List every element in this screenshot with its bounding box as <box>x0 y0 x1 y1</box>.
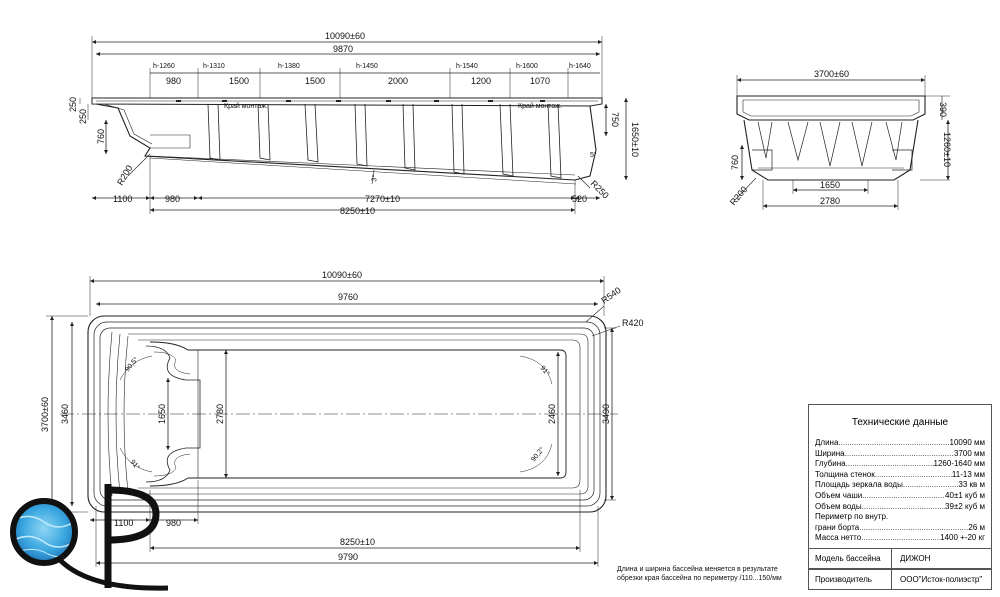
model-value: ДИЖОН <box>900 554 931 563</box>
end-radius: R200 <box>728 184 749 207</box>
side-bottom-dim-5: 8250±10 <box>340 206 375 216</box>
footnote-line-2: обрезки края бассейна по периметру /110.… <box>617 575 782 582</box>
depth-label-6: h-1600 <box>516 63 538 70</box>
side-radius-left: R200 <box>115 163 134 187</box>
end-bottom-dim-2: 2780 <box>820 196 840 206</box>
segment-label-1: 980 <box>166 76 181 86</box>
spec-row-perimeter: грани борта 26 м <box>809 523 991 534</box>
segment-label-6: 1070 <box>530 76 550 86</box>
spec-row-water-volume: Объем воды 39±2 куб м <box>809 502 991 513</box>
side-total-length: 10090±60 <box>325 31 365 41</box>
side-inner-length: 9870 <box>333 44 353 54</box>
top-bottom-dim-2: 980 <box>166 518 181 528</box>
side-angle-right: 5° <box>590 151 597 159</box>
mount-label-right: Край монтаж. <box>518 102 562 110</box>
footnote-line-1: Длина и ширина бассейна меняется в резул… <box>617 566 778 573</box>
spec-row-mass: Масса нетто 1400 +-20 кг <box>809 533 991 544</box>
end-width: 3700±60 <box>814 69 849 79</box>
end-bottom-dim-1: 1650 <box>820 180 840 190</box>
spec-row-area: Площадь зеркала воды 33 кв м <box>809 480 991 491</box>
side-left-dim-3: 760 <box>96 129 106 144</box>
mount-label-left: Край монтаж. <box>224 102 268 110</box>
side-bottom-dim-4: 520 <box>572 194 587 204</box>
top-width-inner: 3460 <box>60 404 70 424</box>
side-view <box>79 36 628 214</box>
end-right-dim-2: 1260±10 <box>942 132 952 167</box>
depth-label-7: h-1640 <box>569 63 591 70</box>
footnote: Длина и ширина бассейна меняется в резул… <box>617 565 782 583</box>
spec-row-length: Длина 10090 мм <box>809 438 991 449</box>
maker-label: Производитель <box>809 570 892 589</box>
depth-label-4: h-1450 <box>356 63 378 70</box>
top-width-right: 3490 <box>601 404 611 424</box>
side-bottom-dim-2: 980 <box>165 194 180 204</box>
top-dim-2460: 2460 <box>547 404 557 424</box>
top-dim-2780: 2780 <box>215 404 225 424</box>
model-label: Модель бассейна <box>809 549 892 568</box>
segment-label-3: 1500 <box>305 76 325 86</box>
top-radius-inner: R420 <box>622 318 644 328</box>
depth-label-5: h-1540 <box>456 63 478 70</box>
spec-row-wall: Толщина стенок 11-13 мм <box>809 470 991 481</box>
top-total-length: 10090±60 <box>322 270 362 280</box>
qp-logo <box>10 484 169 591</box>
spec-perimeter-label: Периметр по внутр. <box>815 512 889 522</box>
side-view-labels: 10090±60 9870 h-1260 h-1310 h-1380 h-145… <box>68 31 640 216</box>
angle-label-3: 91° <box>538 364 551 377</box>
end-right-dim-1: 390 <box>938 102 948 117</box>
top-view-labels: 10090±60 9760 R540 R420 3700±60 3460 165… <box>40 270 644 562</box>
depth-label-3: h-1380 <box>278 63 300 70</box>
angle-label-2: 91° <box>128 458 141 471</box>
specs-title: Технические данные <box>851 417 949 428</box>
model-row: Модель бассейна ДИЖОН <box>808 548 992 569</box>
segment-label-4: 2000 <box>388 76 408 86</box>
end-left-dim: 760 <box>730 155 740 170</box>
segment-label-2: 1500 <box>229 76 249 86</box>
segment-label-5: 1200 <box>471 76 491 86</box>
side-right-dim-1: 750 <box>610 112 620 127</box>
side-angle-bottom: 3° <box>370 174 379 182</box>
spec-row-width: Ширина 3700 мм <box>809 449 991 460</box>
side-left-dim-1: 250 <box>68 97 78 112</box>
top-bottom-dim-1: 1100 <box>114 518 133 528</box>
side-bottom-dim-1: 1100 <box>113 194 132 204</box>
spec-row-depth: Глубина 1260-1640 мм <box>809 459 991 470</box>
top-bottom-dim-4: 9790 <box>338 552 358 562</box>
top-length-9760: 9760 <box>338 292 358 302</box>
top-bottom-dim-3: 8250±10 <box>340 537 375 547</box>
end-view <box>734 75 950 210</box>
side-right-dim-2: 1650±10 <box>630 122 640 157</box>
top-dim-1650: 1650 <box>157 404 167 424</box>
maker-value: ООО"Исток-полиэстр" <box>900 575 983 584</box>
depth-label-2: h-1310 <box>203 63 225 70</box>
side-bottom-dim-3: 7270±10 <box>365 194 400 204</box>
spec-row-bowl-volume: Объем чаши 40±1 куб м <box>809 491 991 502</box>
top-radius-outer: R540 <box>599 285 622 306</box>
side-radius-right: R250 <box>589 178 611 200</box>
top-width-left: 3700±60 <box>40 397 50 432</box>
maker-row: Производитель ООО"Исток-полиэстр" <box>808 569 992 590</box>
depth-label-1: h-1260 <box>153 63 175 70</box>
side-left-dim-2: 250 <box>78 109 88 124</box>
